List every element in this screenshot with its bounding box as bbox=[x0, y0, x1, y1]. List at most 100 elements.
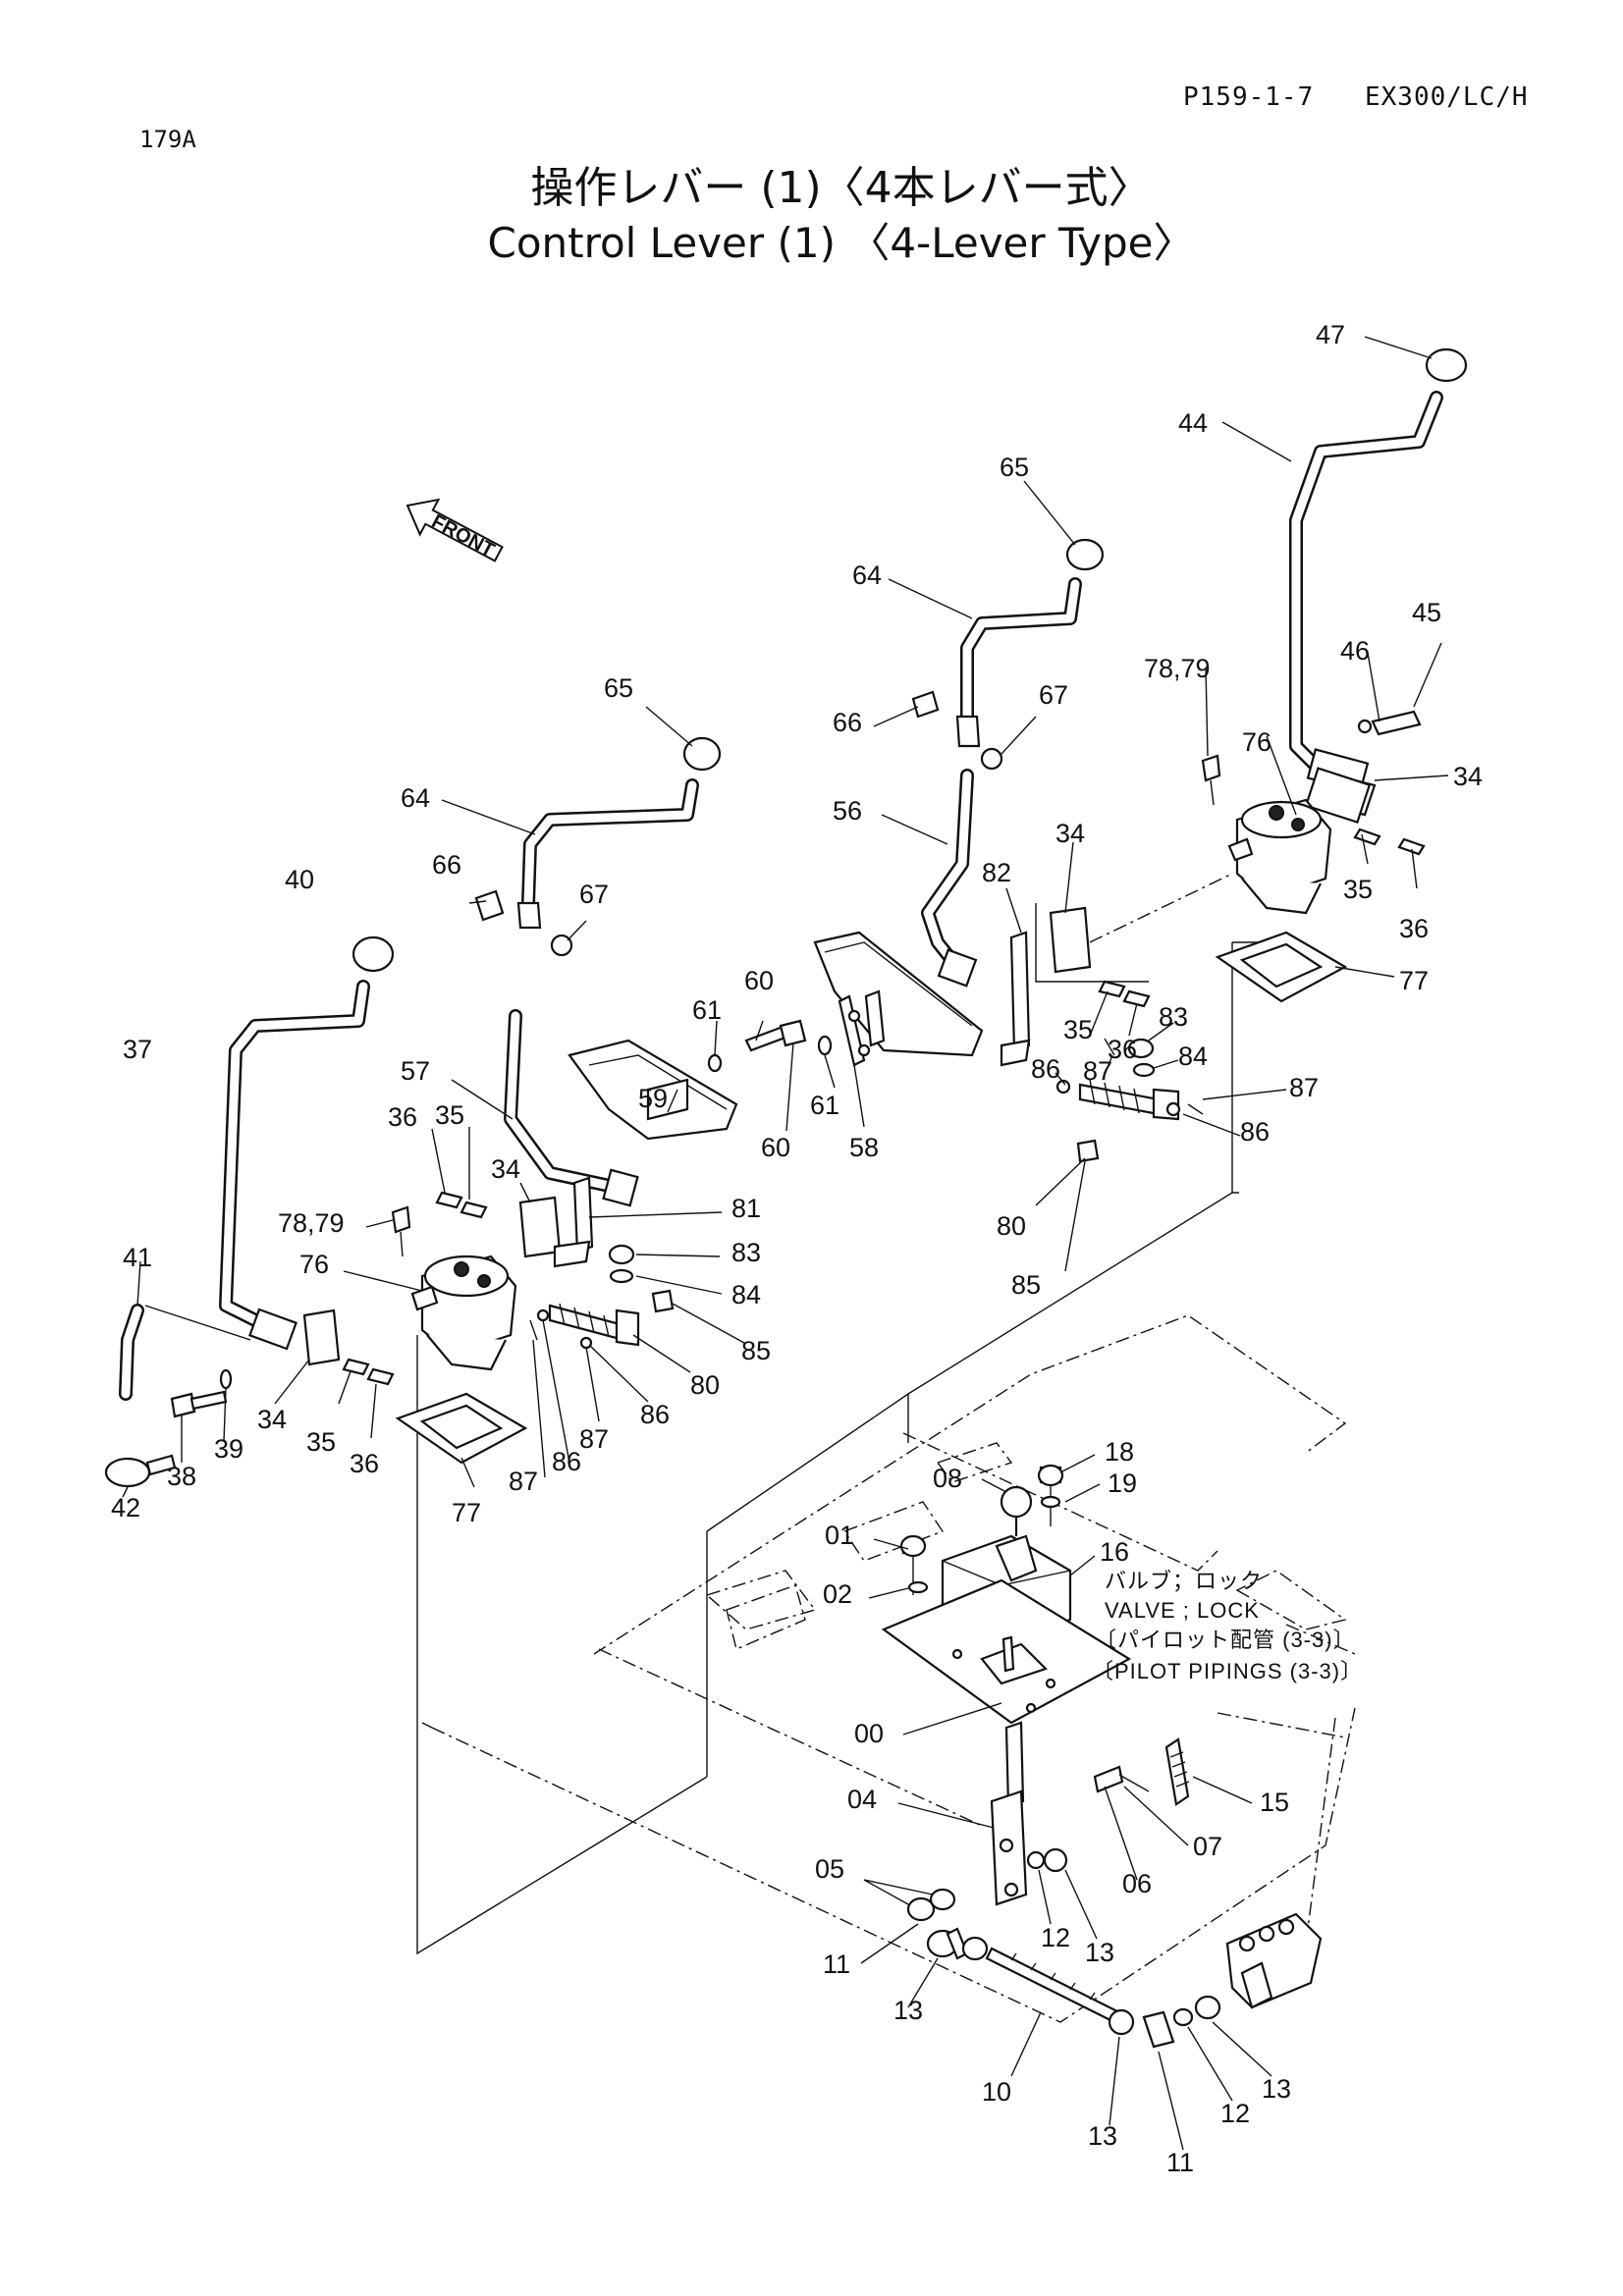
note-pilot-en: 〔PILOT PIPINGS (3-3)〕 bbox=[1092, 1659, 1363, 1683]
callout-82: 82 bbox=[982, 858, 1011, 887]
callout-84: 84 bbox=[731, 1280, 761, 1309]
floor-plate bbox=[421, 1314, 1356, 2023]
callout-87: 87 bbox=[509, 1467, 538, 1496]
callout-39: 39 bbox=[214, 1434, 243, 1464]
callout-12: 12 bbox=[1041, 1923, 1070, 1952]
callout-78-79: 78,79 bbox=[278, 1208, 345, 1238]
callout-83: 83 bbox=[1159, 1002, 1188, 1032]
callout-36: 36 bbox=[388, 1102, 417, 1132]
callout-77: 77 bbox=[452, 1498, 481, 1527]
callout-76: 76 bbox=[1242, 727, 1271, 757]
callout-44: 44 bbox=[1178, 408, 1208, 438]
callout-34: 34 bbox=[1055, 819, 1085, 848]
callout-37: 37 bbox=[123, 1035, 152, 1064]
callout-60: 60 bbox=[744, 966, 774, 995]
callout-64: 64 bbox=[401, 783, 430, 813]
callout-35: 35 bbox=[306, 1427, 336, 1457]
callout-86: 86 bbox=[552, 1447, 581, 1476]
lock-valve-assembly bbox=[881, 1464, 1132, 1725]
callout-61: 61 bbox=[810, 1091, 839, 1120]
callout-36: 36 bbox=[350, 1449, 379, 1478]
callout-66: 66 bbox=[833, 708, 862, 737]
callout-58: 58 bbox=[849, 1133, 879, 1162]
callout-labels: 47 44 45 46 34 76 78,79 35 36 77 65 64 6… bbox=[111, 320, 1483, 2177]
callout-56: 56 bbox=[833, 796, 862, 826]
note-pilot-jp: 〔パイロット配管 (3-3)〕 bbox=[1095, 1628, 1356, 1652]
callout-10: 10 bbox=[982, 2077, 1011, 2107]
note-valve-jp: バルブ；ロック bbox=[1105, 1569, 1263, 1593]
callout-04: 04 bbox=[847, 1785, 877, 1814]
callout-84: 84 bbox=[1178, 1041, 1208, 1071]
front-label: FRONT bbox=[428, 510, 498, 561]
callout-80: 80 bbox=[690, 1370, 720, 1400]
callout-81: 81 bbox=[731, 1194, 761, 1223]
callout-87: 87 bbox=[579, 1424, 609, 1454]
pedals bbox=[568, 931, 984, 1141]
callout-13: 13 bbox=[893, 1996, 923, 2025]
callout-00: 00 bbox=[854, 1719, 884, 1748]
callout-36: 36 bbox=[1399, 914, 1429, 943]
callout-02: 02 bbox=[823, 1579, 852, 1609]
callout-13: 13 bbox=[1085, 1938, 1114, 1967]
mid-right-lever bbox=[911, 538, 1204, 1163]
callout-77: 77 bbox=[1399, 966, 1429, 995]
callout-06: 06 bbox=[1122, 1869, 1152, 1898]
callout-83: 83 bbox=[731, 1238, 761, 1267]
callout-19: 19 bbox=[1108, 1468, 1137, 1498]
callout-16: 16 bbox=[1100, 1537, 1129, 1567]
page-code: P159-1-7 bbox=[1183, 82, 1315, 112]
callout-86: 86 bbox=[1240, 1117, 1270, 1147]
callout-12: 12 bbox=[1220, 2099, 1250, 2128]
model-code: EX300/LC/H bbox=[1365, 82, 1529, 112]
callout-64: 64 bbox=[852, 561, 882, 590]
callout-46: 46 bbox=[1340, 636, 1370, 666]
callout-35: 35 bbox=[1343, 875, 1373, 904]
callout-40: 40 bbox=[285, 865, 314, 894]
callout-67: 67 bbox=[579, 880, 609, 909]
callout-76: 76 bbox=[299, 1250, 329, 1279]
callout-11: 11 bbox=[823, 1949, 850, 1979]
callout-78-79: 78,79 bbox=[1144, 654, 1211, 683]
linkage bbox=[906, 1721, 1323, 2049]
figure-number: 179A bbox=[139, 126, 196, 153]
callout-65: 65 bbox=[604, 673, 633, 703]
callout-38: 38 bbox=[167, 1462, 196, 1491]
callout-35: 35 bbox=[435, 1100, 464, 1130]
front-arrow: FRONT bbox=[406, 498, 504, 562]
callout-86: 86 bbox=[1031, 1054, 1060, 1084]
callout-13: 13 bbox=[1088, 2121, 1117, 2151]
left-lever-assembly bbox=[104, 935, 675, 1488]
callout-34: 34 bbox=[491, 1154, 520, 1184]
callout-85: 85 bbox=[1011, 1270, 1041, 1300]
callout-18: 18 bbox=[1105, 1437, 1134, 1467]
callout-34: 34 bbox=[1453, 762, 1483, 791]
callout-11: 11 bbox=[1166, 2148, 1194, 2177]
callout-60: 60 bbox=[761, 1133, 790, 1162]
callout-13: 13 bbox=[1262, 2074, 1291, 2104]
callout-57: 57 bbox=[401, 1056, 430, 1086]
callout-01: 01 bbox=[825, 1521, 854, 1550]
callout-07: 07 bbox=[1193, 1832, 1222, 1861]
note-valve-en: VALVE ; LOCK bbox=[1105, 1598, 1260, 1623]
mid-left-lever bbox=[474, 736, 722, 1207]
callout-45: 45 bbox=[1412, 598, 1441, 627]
callout-36: 36 bbox=[1108, 1035, 1137, 1064]
callout-67: 67 bbox=[1039, 680, 1068, 710]
callout-65: 65 bbox=[1000, 453, 1029, 482]
callout-59: 59 bbox=[638, 1084, 668, 1113]
callout-42: 42 bbox=[111, 1493, 140, 1522]
callout-05: 05 bbox=[815, 1854, 844, 1884]
callout-66: 66 bbox=[432, 850, 461, 880]
callout-86: 86 bbox=[640, 1400, 670, 1429]
leader-lines bbox=[122, 336, 1449, 2151]
callout-80: 80 bbox=[997, 1211, 1026, 1241]
callout-85: 85 bbox=[741, 1336, 771, 1365]
title-japanese: 操作レバー (1)〈4本レバー式〉 bbox=[530, 163, 1152, 213]
callout-15: 15 bbox=[1260, 1788, 1289, 1817]
callout-35: 35 bbox=[1063, 1015, 1093, 1044]
callout-87: 87 bbox=[1083, 1056, 1112, 1086]
reference-notes: バルブ；ロック VALVE ; LOCK 〔パイロット配管 (3-3)〕 〔PI… bbox=[1092, 1569, 1363, 1683]
right-lever-assembly bbox=[1201, 347, 1468, 1003]
callout-41: 41 bbox=[123, 1243, 152, 1272]
